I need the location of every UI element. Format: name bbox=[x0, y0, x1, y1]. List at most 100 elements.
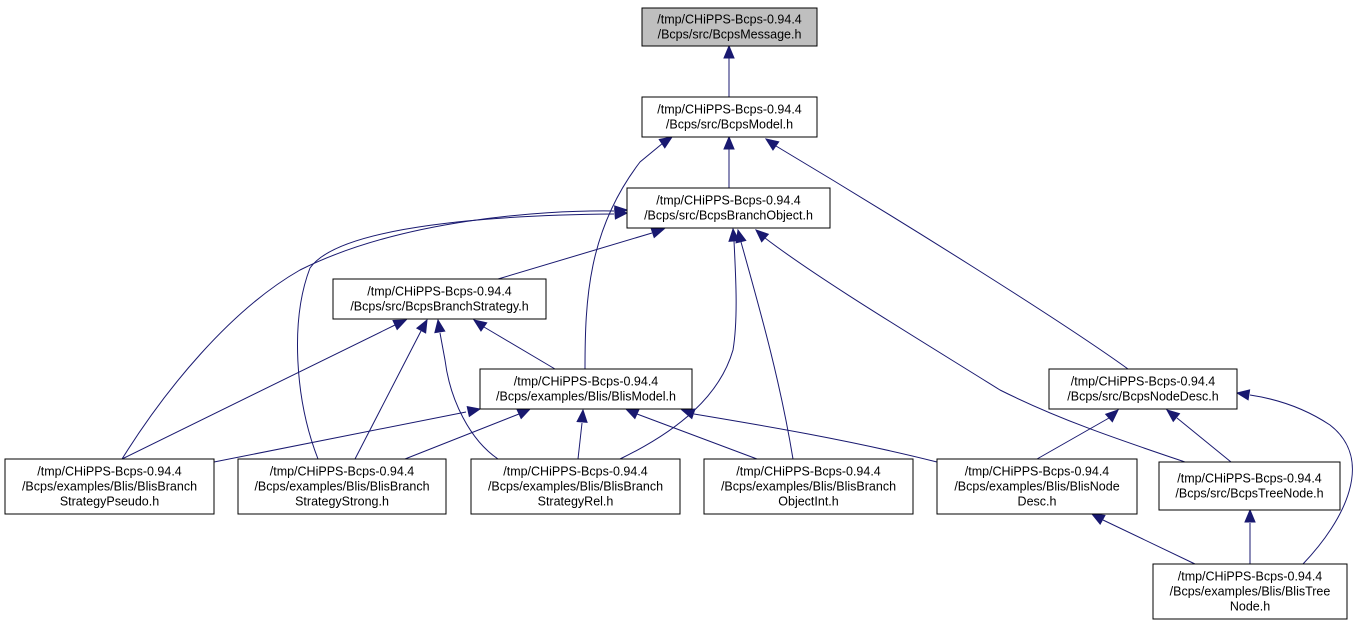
edge-tree_node-to-node_desc bbox=[1165, 409, 1232, 463]
edge-arrowhead bbox=[576, 408, 588, 423]
edge-arrowhead bbox=[1090, 513, 1106, 526]
edge-arrowhead bbox=[764, 138, 780, 151]
node-branch-object[interactable]: /tmp/CHiPPS-Bcps-0.94.4/Bcps/src/BcpsBra… bbox=[626, 187, 831, 229]
edge-line bbox=[764, 237, 1186, 463]
edge-blis_tree_node-to-node_desc bbox=[1235, 389, 1353, 565]
node-model[interactable]: /tmp/CHiPPS-Bcps-0.94.4/Bcps/src/BcpsMod… bbox=[641, 96, 818, 138]
edge-blis_tree_node-to-blis_node_desc bbox=[1090, 513, 1196, 565]
node-label-line: Desc.h bbox=[1018, 495, 1057, 509]
edge-line bbox=[439, 332, 499, 460]
node-box bbox=[641, 96, 818, 138]
edge-arrowhead bbox=[614, 208, 629, 220]
edge-object_int-to-blis_model bbox=[624, 408, 758, 460]
node-label-line: /tmp/CHiPPS-Bcps-0.94.4 bbox=[367, 285, 512, 299]
node-label-line: /tmp/CHiPPS-Bcps-0.94.4 bbox=[514, 375, 659, 389]
edge-arrowhead bbox=[680, 408, 696, 420]
edge-arrowhead bbox=[624, 408, 640, 420]
node-label-line: /Bcps/src/BcpsNodeDesc.h bbox=[1067, 390, 1218, 404]
node-node-desc[interactable]: /tmp/CHiPPS-Bcps-0.94.4/Bcps/src/BcpsNod… bbox=[1048, 368, 1238, 410]
edge-line bbox=[213, 411, 467, 463]
node-box bbox=[703, 458, 914, 515]
node-blis-model[interactable]: /tmp/CHiPPS-Bcps-0.94.4/Bcps/examples/Bl… bbox=[479, 368, 693, 410]
edge-arrowhead bbox=[472, 319, 488, 332]
edge-line bbox=[297, 213, 615, 460]
node-label-line: /tmp/CHiPPS-Bcps-0.94.4 bbox=[270, 465, 415, 479]
edge-arrowhead bbox=[466, 405, 482, 418]
node-strong[interactable]: /tmp/CHiPPS-Bcps-0.94.4/Bcps/examples/Bl… bbox=[237, 458, 447, 515]
node-label-line: /Bcps/examples/Blis/BlisBranch bbox=[721, 480, 896, 494]
node-label-line: /Bcps/examples/Blis/BlisBranch bbox=[254, 480, 429, 494]
edge-line bbox=[577, 422, 583, 460]
node-label-line: /tmp/CHiPPS-Bcps-0.94.4 bbox=[503, 465, 648, 479]
node-box bbox=[479, 368, 693, 410]
edges-layer bbox=[121, 44, 1353, 565]
node-label-line: /tmp/CHiPPS-Bcps-0.94.4 bbox=[657, 13, 802, 27]
node-label-line: /tmp/CHiPPS-Bcps-0.94.4 bbox=[736, 465, 881, 479]
node-label-line: /Bcps/examples/Blis/BlisTree bbox=[1170, 585, 1331, 599]
edge-line bbox=[354, 330, 422, 460]
edge-blis_model-to-model bbox=[584, 136, 674, 370]
edge-line bbox=[584, 142, 664, 370]
edge-pseudo-to-branch_strategy bbox=[121, 319, 408, 460]
edge-rel-to-blis_model bbox=[576, 408, 588, 460]
node-tree-node[interactable]: /tmp/CHiPPS-Bcps-0.94.4/Bcps/src/BcpsTre… bbox=[1158, 461, 1341, 511]
node-branch-strategy[interactable]: /tmp/CHiPPS-Bcps-0.94.4/Bcps/src/BcpsBra… bbox=[332, 278, 547, 320]
edge-line bbox=[1036, 417, 1110, 460]
edge-blis_tree_node-to-tree_node bbox=[1244, 508, 1256, 564]
node-box bbox=[626, 187, 831, 229]
edge-arrowhead bbox=[415, 318, 428, 334]
node-label-line: /tmp/CHiPPS-Bcps-0.94.4 bbox=[1177, 472, 1322, 486]
edge-line bbox=[1176, 417, 1232, 463]
node-label-line: ObjectInt.h bbox=[778, 495, 838, 509]
node-box bbox=[1158, 461, 1341, 511]
node-box bbox=[641, 7, 818, 47]
edge-line bbox=[775, 145, 1129, 370]
edge-pseudo-to-blis_model bbox=[213, 405, 482, 463]
edge-arrowhead bbox=[1104, 409, 1119, 423]
node-box bbox=[237, 458, 447, 515]
edge-rel-to-branch_strategy bbox=[434, 318, 499, 460]
edge-line bbox=[121, 324, 396, 460]
edge-line bbox=[619, 240, 737, 460]
node-label-line: /Bcps/examples/Blis/BlisBranch bbox=[22, 480, 197, 494]
node-rel[interactable]: /tmp/CHiPPS-Bcps-0.94.4/Bcps/examples/Bl… bbox=[470, 458, 681, 515]
node-label-line: /Bcps/src/BcpsMessage.h bbox=[658, 28, 802, 42]
node-box bbox=[936, 458, 1138, 515]
edge-node_desc-to-model bbox=[764, 138, 1129, 370]
edge-line bbox=[483, 326, 556, 370]
edge-arrowhead bbox=[1235, 389, 1251, 401]
edge-arrowhead bbox=[650, 227, 666, 239]
node-label-line: /tmp/CHiPPS-Bcps-0.94.4 bbox=[965, 465, 1110, 479]
node-blis-tree-node[interactable]: /tmp/CHiPPS-Bcps-0.94.4/Bcps/examples/Bl… bbox=[1152, 563, 1348, 620]
edge-object_int-to-branch_object bbox=[735, 228, 794, 460]
node-label-line: /Bcps/src/BcpsTreeNode.h bbox=[1175, 487, 1323, 501]
edge-arrowhead bbox=[755, 229, 770, 243]
edge-blis_node_desc-to-blis_model bbox=[680, 408, 938, 463]
node-label-line: StrategyPseudo.h bbox=[60, 495, 159, 509]
node-label-line: /Bcps/examples/Blis/BlisBranch bbox=[488, 480, 663, 494]
edge-arrowhead bbox=[723, 44, 735, 59]
edge-line bbox=[693, 413, 938, 463]
edge-arrowhead bbox=[735, 228, 747, 244]
node-box bbox=[470, 458, 681, 515]
node-label-line: /Bcps/src/BcpsBranchStrategy.h bbox=[350, 300, 528, 314]
node-box bbox=[332, 278, 547, 320]
node-label-line: /Bcps/examples/Blis/BlisModel.h bbox=[496, 390, 676, 404]
node-label-line: /tmp/CHiPPS-Bcps-0.94.4 bbox=[1178, 570, 1323, 584]
edge-arrowhead bbox=[516, 408, 532, 420]
edge-tree_node-to-branch_object bbox=[755, 229, 1186, 463]
node-label-line: /Bcps/src/BcpsModel.h bbox=[666, 118, 793, 132]
node-label-line: /tmp/CHiPPS-Bcps-0.94.4 bbox=[1071, 375, 1216, 389]
edge-strong-to-branch_strategy bbox=[354, 318, 428, 460]
node-message[interactable]: /tmp/CHiPPS-Bcps-0.94.4/Bcps/src/BcpsMes… bbox=[641, 7, 818, 47]
edge-blis_node_desc-to-node_desc bbox=[1036, 409, 1119, 460]
node-box bbox=[4, 458, 215, 515]
node-object-int[interactable]: /tmp/CHiPPS-Bcps-0.94.4/Bcps/examples/Bl… bbox=[703, 458, 914, 515]
node-blis-node-desc[interactable]: /tmp/CHiPPS-Bcps-0.94.4/Bcps/examples/Bl… bbox=[936, 458, 1138, 515]
node-label-line: /Bcps/src/BcpsBranchObject.h bbox=[644, 209, 813, 223]
edge-rel-to-branch_object bbox=[619, 227, 740, 460]
nodes-layer: /tmp/CHiPPS-Bcps-0.94.4/Bcps/src/BcpsMes… bbox=[4, 7, 1348, 620]
node-label-line: Node.h bbox=[1230, 600, 1270, 614]
node-pseudo[interactable]: /tmp/CHiPPS-Bcps-0.94.4/Bcps/examples/Bl… bbox=[4, 458, 215, 515]
